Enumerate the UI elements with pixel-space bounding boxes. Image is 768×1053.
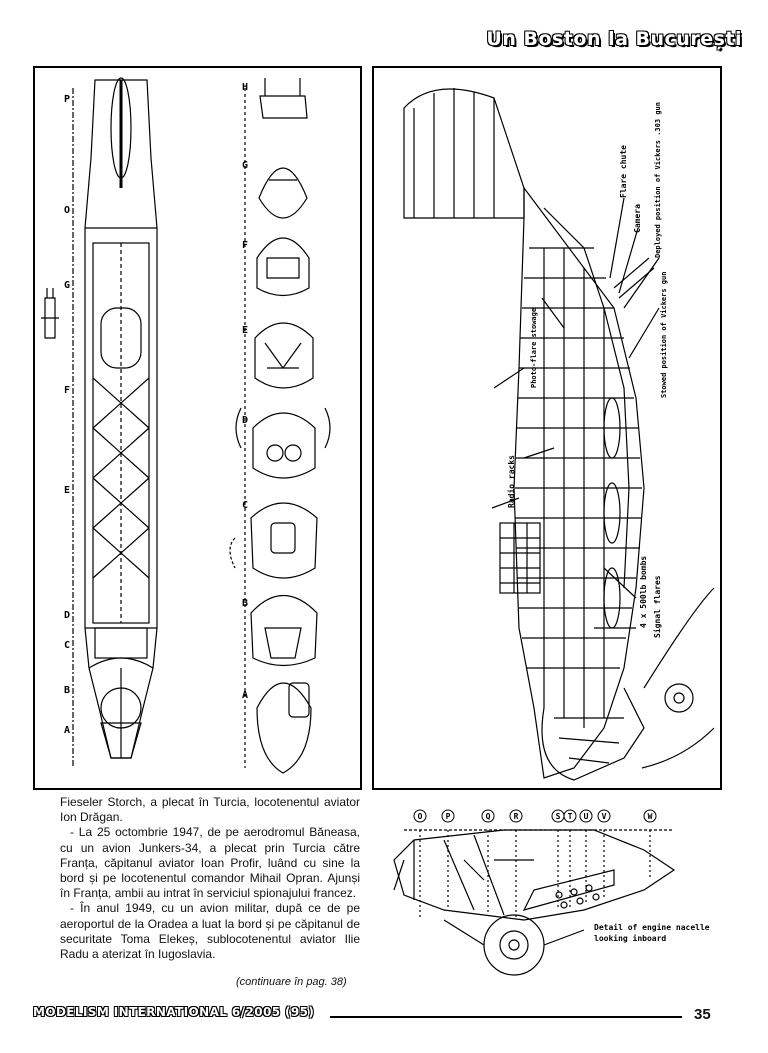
continuation-note: (continuare în pag. 38) [236,976,347,988]
annotation-flare-chute: Flare chute [619,145,628,198]
annotation-deployed-gun: Deployed position of Vickers .303 gun [654,102,662,258]
article-paragraph: - La 25 octombrie 1947, de pe aerodromul… [60,825,360,901]
nacelle-station-label: V [602,812,607,821]
page-header-title: Un Boston la București [486,28,742,50]
section-label: B [242,598,248,609]
article-body: Fieseler Storch, a plecat în Turcia, loc… [60,795,360,962]
annotation-signal-flares: Signal flares [652,575,662,638]
nacelle-caption-line2: looking inboard [594,933,666,943]
station-label: B [64,685,70,696]
fuselage-cutaway-drawing: Flare chute Camera Deployed position of … [372,66,722,790]
engine-nacelle-drawing: O P Q R S T U V W Detail of engine nacel… [384,800,724,990]
page-number: 35 [694,1006,711,1023]
nacelle-station-label: O [418,812,423,821]
article-paragraph: Fieseler Storch, a plecat în Turcia, loc… [60,795,360,825]
station-label: G [64,280,70,291]
annotation-bombs: 4 x 500lb bombs [639,556,648,628]
annotation-camera: Camera [633,204,642,233]
footer-divider [330,1016,682,1018]
annotation-radio-racks: Radio racks [506,455,516,508]
nacelle-station-label: U [584,812,589,821]
section-label: H [242,82,248,93]
station-label: C [64,640,70,651]
article-paragraph: - În anul 1949, cu un avion militar, dup… [60,901,360,962]
nacelle-station-label: T [568,812,573,821]
section-label: D [242,415,248,426]
section-label: A [242,690,248,701]
nacelle-station-label: P [446,812,451,821]
nacelle-station-label: Q [486,812,491,821]
nacelle-station-label: W [648,812,653,821]
station-label: D [64,610,70,621]
section-label: E [242,325,248,336]
section-label: F [242,240,248,251]
station-label: F [64,385,70,396]
annotation-photo-flare: Photo-flare stowage [530,308,538,388]
station-label: P [64,94,70,105]
section-label: G [242,160,248,171]
fuselage-plan-drawing: P O G F E D C B A H G F E D C B A [33,66,362,790]
nacelle-station-label: S [556,812,561,821]
station-label: O [64,205,70,216]
nacelle-station-label: R [514,812,519,821]
nacelle-caption-line1: Detail of engine nacelle [594,922,710,932]
annotation-stowed-gun: Stowed position of Vickers gun [660,272,668,398]
publication-footer: MODELISM INTERNATIONAL 6/2005 (95) [33,1005,315,1019]
section-label: C [242,500,248,511]
station-label: A [64,725,70,736]
station-label: E [64,485,70,496]
